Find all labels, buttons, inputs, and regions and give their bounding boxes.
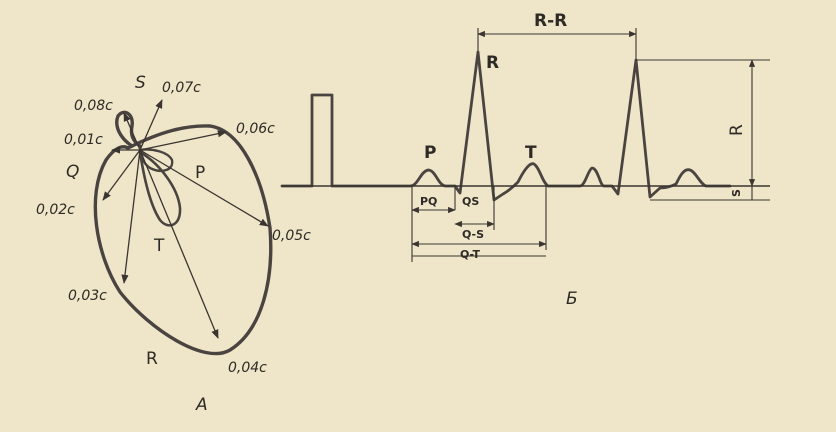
vectorcardiogram-panel: 0,08с 0,07с 0,06с 0,01с 0,02с 0,05с 0,03…: [36, 73, 311, 415]
vector-0-08: [123, 112, 141, 151]
s-amplitude-label: S: [730, 189, 743, 197]
vector-0-04: [139, 149, 219, 339]
time-label-0-08: 0,08с: [74, 98, 113, 114]
qrs-loop: [93, 124, 273, 356]
caption-a: А: [195, 395, 208, 415]
loop-label-p: P: [195, 163, 205, 183]
t-loop: [138, 150, 182, 227]
wave-label-p: P: [424, 143, 436, 163]
rr-label: R-R: [534, 11, 567, 31]
ecg-panel: R-R R S PQ QS Q-S Q-T P R T Б: [280, 11, 770, 309]
loop-label-r: R: [146, 349, 158, 369]
wave-label-r: R: [486, 53, 499, 73]
pq-label: PQ: [420, 195, 437, 208]
time-label-0-05: 0,05с: [272, 228, 311, 244]
vector-0-02: [102, 149, 141, 201]
vector-0-06: [139, 130, 227, 151]
vector-0-07: [139, 99, 163, 151]
loop-label-t: T: [153, 236, 165, 256]
caption-b: Б: [566, 289, 578, 309]
qt-label: Q-T: [460, 248, 481, 261]
time-label-0-06: 0,06с: [236, 121, 275, 137]
time-label-0-03: 0,03с: [68, 288, 107, 304]
r-amplitude-label: R: [727, 124, 747, 136]
vector-0-05: [139, 149, 269, 227]
loop-label-s: S: [135, 73, 146, 93]
qs-segment-label: Q-S: [462, 228, 484, 241]
vector-0-03: [121, 149, 141, 284]
time-label-0-02: 0,02с: [36, 202, 75, 218]
loop-label-q: Q: [66, 162, 79, 182]
time-label-0-01: 0,01с: [64, 132, 103, 148]
ecg-trace: [280, 50, 732, 202]
time-label-0-04: 0,04с: [228, 360, 267, 376]
time-label-0-07: 0,07с: [162, 80, 201, 96]
wave-label-t: T: [525, 143, 537, 163]
time-vectors: [102, 99, 269, 339]
qs-label: QS: [462, 195, 479, 208]
